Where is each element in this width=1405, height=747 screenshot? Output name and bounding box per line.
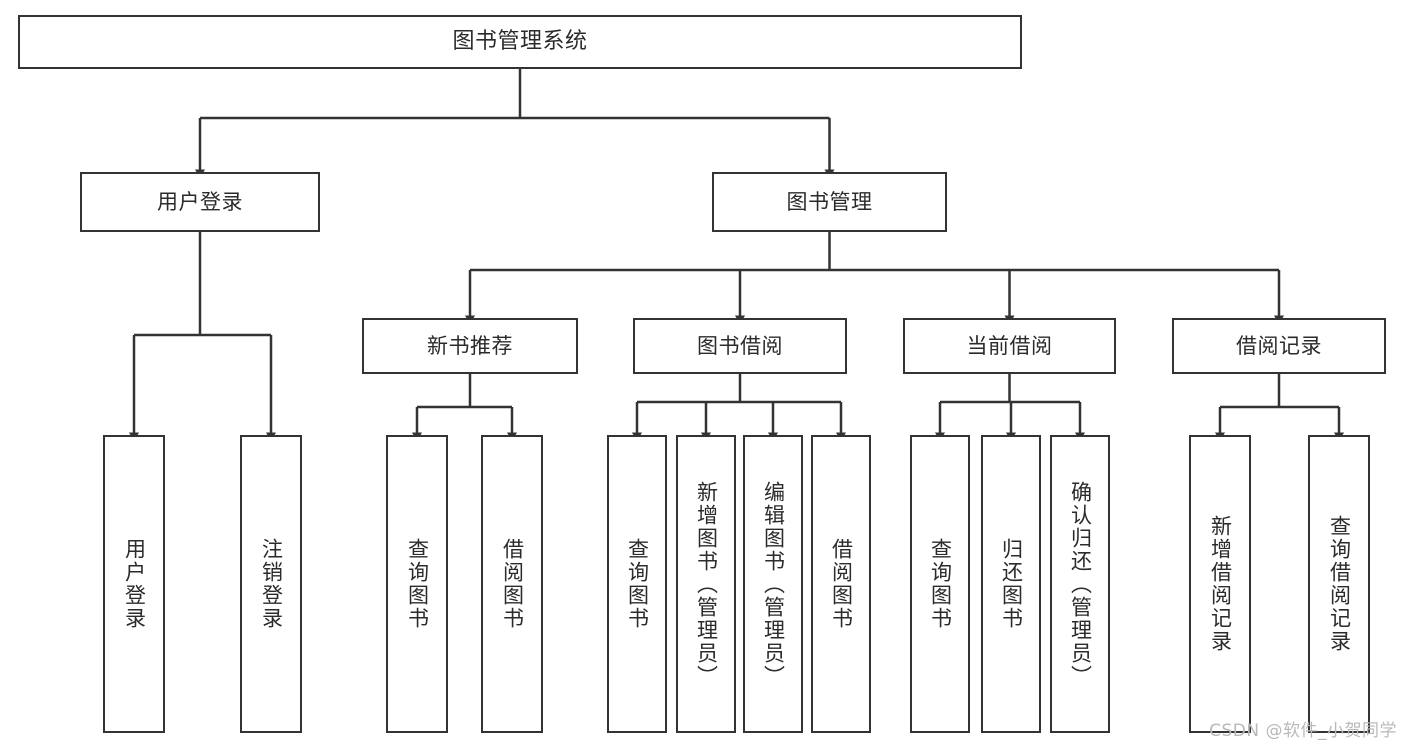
node-leaf-borrow-1[interactable]: 查询图书 [607,435,667,733]
node-leaf-cur-1[interactable]: 查询图书 [910,435,970,733]
node-label: 借阅记录 [1236,333,1322,358]
node-label: 查询图书 [625,538,650,630]
node-leaf-borrow-4[interactable]: 借阅图书 [811,435,871,733]
node-leaf-login-2[interactable]: 注销登录 [240,435,302,733]
node-label: 新增图书（管理员） [694,480,719,688]
node-label: 图书管理系统 [452,29,588,55]
node-bookmgmt[interactable]: 图书管理 [712,172,947,232]
node-label: 编辑图书（管理员） [761,480,786,688]
node-label: 新书推荐 [427,333,513,358]
node-label: 确认归还（管理员） [1068,480,1093,688]
watermark-label: CSDN @软件_小贺同学 [1209,721,1397,741]
node-login[interactable]: 用户登录 [80,172,320,232]
node-label: 查询图书 [928,538,953,630]
node-label: 图书管理 [786,189,873,214]
node-borrow[interactable]: 图书借阅 [633,318,847,374]
node-label: 查询图书 [405,538,430,630]
node-root[interactable]: 图书管理系统 [18,15,1022,69]
node-label: 当前借阅 [966,333,1053,358]
node-label: 用户登录 [157,189,243,214]
node-leaf-rec-1[interactable]: 新增借阅记录 [1189,435,1251,733]
node-label: 归还图书 [999,538,1024,630]
node-newbook[interactable]: 新书推荐 [362,318,578,374]
node-label: 查询借阅记录 [1327,515,1352,653]
node-label: 用户登录 [122,538,147,630]
node-leaf-login-1[interactable]: 用户登录 [103,435,165,733]
node-leaf-cur-2[interactable]: 归还图书 [981,435,1041,733]
node-label: 注销登录 [259,538,284,630]
node-leaf-borrow-3[interactable]: 编辑图书（管理员） [743,435,803,733]
node-label: 借阅图书 [829,538,854,630]
node-label: 新增借阅记录 [1208,515,1233,653]
node-leaf-new-2[interactable]: 借阅图书 [481,435,543,733]
node-leaf-rec-2[interactable]: 查询借阅记录 [1308,435,1370,733]
node-records[interactable]: 借阅记录 [1172,318,1386,374]
node-leaf-borrow-2[interactable]: 新增图书（管理员） [676,435,736,733]
node-label: 借阅图书 [500,538,525,630]
node-leaf-new-1[interactable]: 查询图书 [386,435,448,733]
node-label: 图书借阅 [697,333,783,358]
node-leaf-cur-3[interactable]: 确认归还（管理员） [1050,435,1110,733]
node-current[interactable]: 当前借阅 [903,318,1116,374]
